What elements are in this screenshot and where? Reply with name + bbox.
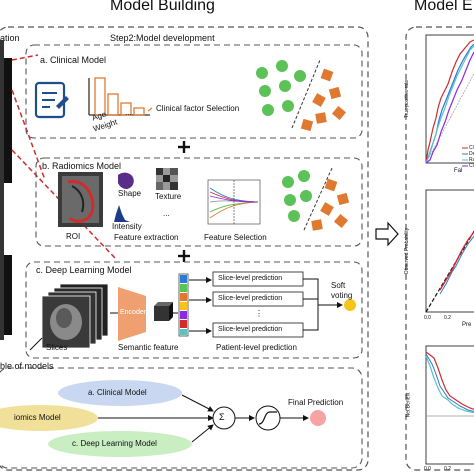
model-building-frame (0, 26, 369, 471)
step2-label: Step2:Model development (110, 33, 215, 43)
dca-tick-0: 0.0 (424, 466, 431, 472)
roc-xlabel: Fal (454, 168, 463, 174)
roc-legend-2: De (469, 151, 474, 157)
roc-legend-1: Cl (469, 145, 474, 151)
feature-extraction-label: Feature extraction (114, 233, 179, 242)
clinical-factor-selection-label: Clinical factor Selection (156, 104, 240, 113)
intensity-feature-icon (114, 205, 130, 222)
plus-sign (178, 250, 190, 262)
encoder-block (118, 287, 146, 341)
encoder-label: Encoder (120, 309, 147, 316)
calibration-xlabel: Pre (462, 322, 472, 328)
step1-fragment-label: ation (0, 33, 20, 43)
roi-mri-image (58, 172, 103, 227)
mri-slices-stack (41, 283, 109, 349)
model-building-title: Model Building (110, 0, 215, 14)
ensemble-deep-label: c. Deep Learning Model (72, 439, 157, 448)
final-prediction-label: Final Prediction (288, 398, 344, 407)
clinical-bar-chart (88, 77, 150, 116)
roi-label: ROI (66, 232, 81, 241)
slices-pointer (29, 337, 43, 351)
slice-prediction-ellipsis: ⋮ (255, 309, 263, 318)
clinical-model-box (25, 44, 363, 139)
radiomics-classification-dots (282, 167, 350, 231)
ensemble-clinical-node (58, 380, 182, 406)
texture-feature-icon (156, 168, 178, 190)
texture-label: Texture (155, 192, 182, 201)
radiomics-model-box (35, 157, 363, 247)
ensemble-title: ble of models (0, 361, 54, 371)
deep-learning-model-title: c. Deep Learning Model (36, 265, 132, 275)
roc-curve-plot (425, 34, 474, 167)
red-dashed-connector (11, 89, 46, 181)
sum-symbol: Σ (219, 412, 225, 422)
slice-prediction-label-2: Slice-level prediction (218, 295, 283, 302)
feature-cube (154, 302, 173, 321)
intensity-label: Intensity (112, 222, 142, 231)
calibration-plot (425, 189, 474, 313)
roc-legend-4: Cl (469, 163, 474, 169)
dca-ylabel: Net Benefit (405, 392, 412, 418)
radiomics-model-title: b. Radiomics Model (42, 161, 122, 171)
patient-level-prediction-label: Patient-level prediction (216, 343, 297, 352)
final-prediction-dot (310, 410, 326, 426)
model-evaluation-title: Model E (414, 0, 473, 14)
semantic-feature-label: Semantic feature (118, 343, 179, 352)
soft-voting-output-dot (344, 299, 356, 311)
calibration-tick-0: 0.0 (424, 315, 431, 321)
shape-feature-icon (118, 172, 134, 190)
ensemble-clinical-label: a. Clinical Model (88, 388, 147, 397)
roc-legend-3: Ra (469, 157, 474, 163)
slice-prediction-label-1: Slice-level prediction (218, 275, 283, 282)
to-evaluation-arrow (375, 221, 399, 247)
semantic-feature-vector (178, 273, 189, 337)
clinical-ellipsis: ... (125, 108, 132, 117)
red-dashed-connector (11, 54, 39, 61)
roc-ylabel: True positive rate (404, 79, 411, 119)
ensemble-radiomics-label: iomics Model (14, 413, 61, 422)
slice-prediction-label-3: Slice-level prediction (218, 326, 283, 333)
calibration-tick-1: 0.2 (444, 315, 451, 321)
deep-learning-model-box (25, 261, 363, 359)
feature-selection-label: Feature Selection (204, 233, 267, 242)
radiomics-ellipsis: ... (163, 209, 170, 218)
shape-label: Shape (118, 189, 142, 198)
calibration-ylabel: Observed Probability (404, 227, 411, 275)
ensemble-box (0, 367, 363, 469)
left-panel-edge (0, 40, 4, 340)
slices-label: Slices (46, 343, 68, 352)
ensemble-deep-node (48, 431, 192, 457)
clinical-model-title: a. Clinical Model (40, 55, 107, 65)
soft-voting-label: Soft voting (331, 281, 353, 300)
feature-selection-plot (207, 179, 261, 225)
dca-tick-1: 0.2 (444, 466, 451, 472)
plus-sign (178, 141, 190, 153)
clinical-classification-dots (256, 59, 347, 132)
model-evaluation-frame (405, 26, 474, 471)
sigmoid-node (255, 405, 281, 431)
decision-curve-plot (425, 345, 474, 465)
ensemble-radiomics-node (0, 405, 98, 431)
clinical-document-icon (34, 81, 69, 119)
